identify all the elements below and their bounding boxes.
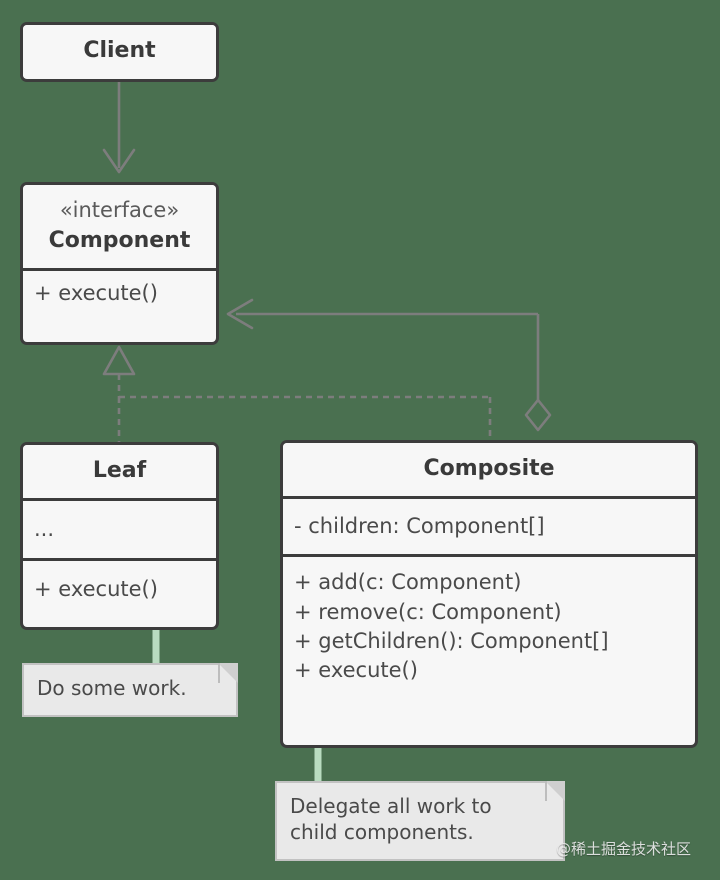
attribute-item: ... bbox=[34, 516, 55, 541]
operation-item: + remove(c: Component) bbox=[294, 599, 562, 624]
class-name-composite: Composite bbox=[423, 456, 555, 481]
class-header-composite: Composite bbox=[283, 443, 695, 496]
attribute-item: - children: Component[] bbox=[294, 513, 545, 538]
edge-aggregation-composite-component bbox=[226, 298, 552, 432]
operation-item: + getChildren(): Component[] bbox=[294, 628, 609, 653]
operation-item: + execute() bbox=[34, 281, 158, 306]
class-operations-component: + execute() bbox=[23, 268, 216, 317]
class-operations-leaf: + execute() bbox=[23, 558, 216, 619]
class-box-leaf[interactable]: Leaf ... + execute() bbox=[20, 442, 219, 630]
class-header-component: «interface» Component bbox=[23, 185, 216, 269]
class-header-leaf: Leaf bbox=[23, 445, 216, 498]
note-leaf[interactable]: Do some work. bbox=[22, 663, 238, 717]
note-fold-edge-icon bbox=[545, 781, 565, 801]
edge-client-to-component bbox=[102, 82, 136, 174]
class-name-leaf: Leaf bbox=[92, 458, 147, 483]
note-text-line: Do some work. bbox=[37, 676, 187, 700]
hollow-triangle-icon bbox=[102, 345, 136, 376]
class-attributes-composite: - children: Component[] bbox=[283, 495, 695, 555]
class-box-composite[interactable]: Composite - children: Component[] + add(… bbox=[280, 440, 698, 748]
watermark: @稀土掘金技术社区 bbox=[556, 840, 692, 858]
class-name-client: Client bbox=[83, 38, 156, 63]
note-composite[interactable]: Delegate all work to child components. bbox=[275, 781, 565, 861]
operation-item: + execute() bbox=[34, 577, 158, 602]
class-box-client[interactable]: Client bbox=[20, 22, 219, 82]
hollow-diamond-icon bbox=[524, 398, 552, 432]
note-fold-edge-icon bbox=[218, 663, 238, 683]
note-text-line: child components. bbox=[290, 820, 474, 845]
class-attributes-leaf: ... bbox=[23, 497, 216, 559]
note-text-line: Delegate all work to bbox=[290, 794, 492, 818]
class-name-component: Component bbox=[48, 228, 191, 254]
operation-item: + execute() bbox=[294, 658, 418, 683]
class-box-component[interactable]: «interface» Component + execute() bbox=[20, 182, 219, 345]
class-stereotype-component: «interface» bbox=[59, 198, 180, 222]
note-fold-icon bbox=[218, 663, 238, 683]
operation-item: + add(c: Component) bbox=[294, 570, 522, 595]
class-operations-composite: + add(c: Component) + remove(c: Componen… bbox=[283, 554, 695, 697]
note-fold-icon bbox=[545, 781, 565, 801]
edge-realization-tree bbox=[102, 345, 492, 443]
class-header-client: Client bbox=[23, 25, 216, 78]
